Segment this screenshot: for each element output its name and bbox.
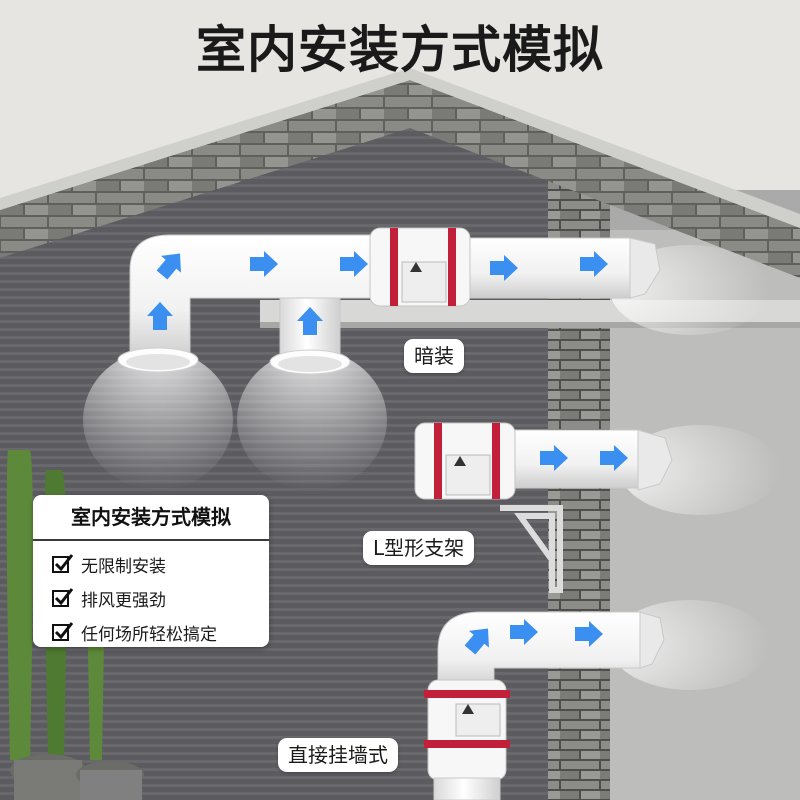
label-bracket: L型形支架 <box>363 531 475 565</box>
checkbox-check-icon <box>52 622 74 641</box>
feature-list: 无限制安装 排风更强劲 任何场所轻松搞定 <box>33 541 269 647</box>
wall-mount-duct-fan <box>424 611 665 800</box>
label-wall-mount: 直接挂墙式 <box>278 738 398 772</box>
list-item: 任何场所轻松搞定 <box>33 615 269 647</box>
feature-text: 排风更强劲 <box>81 590 166 611</box>
concealed-duct-fan <box>117 227 661 375</box>
page-title: 室内安装方式模拟 <box>196 21 604 79</box>
checkbox-check-icon <box>52 588 74 607</box>
feature-box: 室内安装方式模拟 无限制安装 排风更强劲 <box>33 495 269 647</box>
label-concealed: 暗装 <box>404 339 464 373</box>
list-item: 排风更强劲 <box>33 581 269 615</box>
checkbox-check-icon <box>52 554 74 573</box>
roof-band <box>0 80 800 278</box>
feature-text: 无限制安装 <box>81 556 166 577</box>
list-item: 无限制安装 <box>33 547 269 581</box>
feature-box-title: 室内安装方式模拟 <box>33 495 269 541</box>
bracket-duct-fan <box>414 422 673 593</box>
feature-text: 任何场所轻松搞定 <box>81 624 217 645</box>
